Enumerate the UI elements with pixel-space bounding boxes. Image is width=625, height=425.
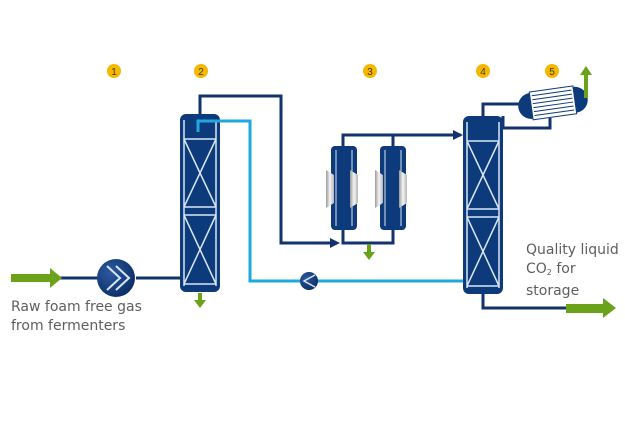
output-label-line2: CO2 for — [526, 260, 619, 282]
scrubber-drain-arrow-icon — [194, 293, 206, 308]
vent-arrow-icon — [580, 66, 592, 98]
step-badge-3: 3 — [363, 64, 377, 78]
distillation-column-icon — [463, 116, 503, 294]
pump-icon — [300, 272, 318, 290]
dryer-2-icon — [375, 146, 407, 230]
co2-text: CO — [526, 261, 547, 277]
green-arrows — [11, 66, 616, 318]
step-number: 3 — [367, 67, 373, 78]
input-label-line1: Raw foam free gas — [11, 299, 142, 315]
outlet-arrow-icon — [566, 298, 616, 318]
inlet-arrow-icon — [11, 268, 62, 288]
co2-subscript: 2 — [546, 268, 552, 277]
for-text: for — [551, 261, 576, 277]
arrow-into-dryers — [330, 238, 340, 248]
step-number: 4 — [480, 67, 486, 78]
dark-pipes — [60, 94, 568, 310]
compressor-icon — [97, 259, 135, 297]
dryer-1-icon — [326, 146, 358, 230]
step-badge-5: 5 — [545, 64, 559, 78]
input-label: Raw foam free gas from fermenters — [11, 298, 142, 336]
arrow-into-column — [453, 130, 463, 140]
output-label: Quality liquid CO2 for storage — [526, 241, 619, 301]
step-badge-2: 2 — [194, 64, 208, 78]
step-badge-1: 1 — [107, 64, 121, 78]
step-number: 1 — [111, 67, 117, 78]
pipe-dryers-bottom — [341, 228, 395, 245]
step-number: 2 — [198, 67, 204, 78]
output-label-line1: Quality liquid — [526, 242, 619, 258]
condenser-icon — [518, 85, 588, 121]
pipe-outlet — [481, 292, 568, 310]
output-label-line3: storage — [526, 283, 580, 299]
pipe-dryers-top — [341, 133, 461, 148]
step-number: 5 — [549, 67, 555, 78]
scrubber-inlet-pipe — [196, 119, 222, 132]
input-label-line2: from fermenters — [11, 318, 126, 334]
dryer-drain-arrow-icon — [363, 244, 375, 260]
step-badge-4: 4 — [476, 64, 490, 78]
pipe-column-to-condenser — [481, 102, 525, 116]
scrubber-column-icon — [180, 114, 220, 292]
pipe-scrubber-to-dryers — [198, 94, 330, 245]
